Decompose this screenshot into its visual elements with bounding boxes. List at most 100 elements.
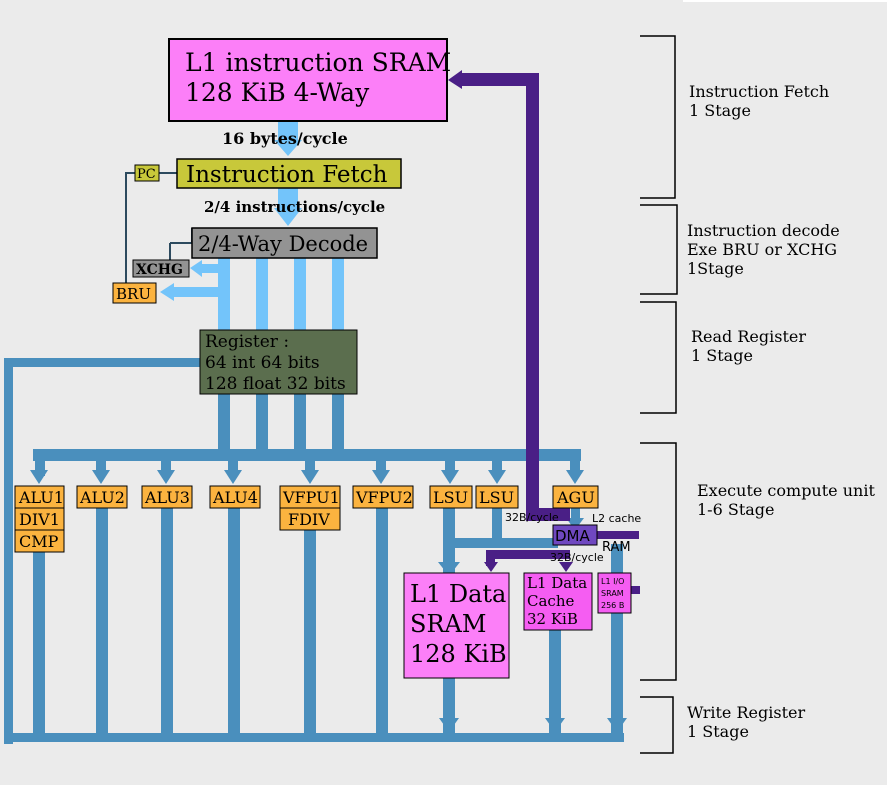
- bru-arrowhead: [160, 283, 174, 301]
- xchg-link: [200, 264, 224, 273]
- decode-block: [191, 227, 378, 259]
- arrow-vfpu2: [372, 470, 390, 484]
- feed-alu2: [96, 458, 106, 476]
- l1-instruction-sram: [168, 38, 448, 122]
- instruction-fetch-block: [176, 158, 402, 189]
- l1i-label-1: L1 instruction SRAM: [185, 48, 451, 77]
- lsu1-label: LSU: [433, 488, 468, 507]
- decode-out-3: [294, 258, 306, 330]
- agu-block: [552, 485, 599, 509]
- arrow-lsu2: [488, 470, 506, 484]
- pc-label: PC: [137, 167, 156, 182]
- alu3-block: [141, 485, 193, 509]
- alu2-block: [76, 485, 128, 509]
- l1i-arrowhead: [448, 70, 462, 89]
- dma-stub: [526, 508, 570, 521]
- alu2-label: ALU2: [79, 488, 125, 507]
- result-alu2: [96, 508, 108, 736]
- l1-io-sram: [597, 572, 632, 614]
- feed-vfpu2: [376, 458, 386, 476]
- xchg-label: XCHG: [136, 262, 183, 278]
- bracket-execute: [640, 442, 677, 681]
- memory-paths: [448, 70, 640, 594]
- alu3-label: ALU3: [144, 488, 190, 507]
- fetch-channel: [278, 121, 298, 143]
- result-vfpu1: [304, 530, 316, 736]
- l1i-label-2: 128 KiB 4-Way: [185, 78, 370, 107]
- decode-out-4: [332, 258, 344, 330]
- fdiv-block: [279, 507, 341, 531]
- reg-out-3: [294, 394, 306, 450]
- decode-outputs: [160, 121, 344, 330]
- cmp-block: [14, 529, 65, 553]
- vfpu1-label: VFPU1: [282, 488, 340, 507]
- register-file: [199, 329, 358, 395]
- stage-brackets: [640, 35, 678, 754]
- result-alu1: [33, 552, 45, 736]
- feed-agu: [570, 458, 580, 476]
- instruction-fetch-label: Instruction Fetch: [186, 162, 388, 188]
- l2-link: [595, 531, 639, 539]
- stage-fetch-name: Instruction Fetch: [689, 82, 829, 101]
- result-vfpu2: [376, 508, 388, 736]
- vfpu2-block: [352, 485, 414, 509]
- arrow-io-down: [607, 718, 627, 732]
- stage-read-name: Read Register: [691, 327, 806, 346]
- bru-block: [112, 282, 157, 304]
- dma-label: DMA: [555, 527, 590, 545]
- l1-data-cache: [523, 572, 593, 631]
- decode-channel: [278, 188, 298, 210]
- l1d-cache-label-1: L1 Data: [527, 574, 587, 592]
- bracket-read: [640, 301, 677, 414]
- dma-in-rate: 32B/cycle: [505, 511, 559, 524]
- bracket-fetch: [640, 35, 676, 199]
- arrow-cache-down: [545, 718, 565, 732]
- div1-label: DIV1: [19, 510, 60, 529]
- l2-cache-label: L2 cache: [592, 512, 641, 525]
- arrow-lsu1: [441, 470, 459, 484]
- l1-io-label-1: L1 I/O: [601, 577, 624, 586]
- result-cache: [549, 628, 561, 736]
- stage-write-detail: 1 Stage: [687, 722, 749, 741]
- arrow-alu2: [92, 470, 110, 484]
- stage-labels: Instruction Fetch 1 Stage Instruction de…: [687, 82, 875, 741]
- stage-decode-detail: Exe BRU or XCHG: [687, 240, 837, 259]
- xchg-arrowhead: [190, 260, 202, 277]
- result-alu4: [228, 508, 240, 736]
- fdiv-label: FDIV: [288, 510, 330, 529]
- stage-write-name: Write Register: [687, 703, 805, 722]
- pc-block: [134, 164, 160, 182]
- arrow-agu-dma: [566, 518, 584, 530]
- arrow-lsu-sram: [438, 562, 460, 576]
- feed-lsu2: [492, 458, 502, 476]
- reg-out-4: [332, 394, 344, 450]
- bracket-decode: [640, 204, 678, 295]
- stage-execute-name: Execute compute unit: [697, 481, 875, 500]
- dma-to-cache: [486, 550, 570, 559]
- feed-alu4: [228, 458, 238, 476]
- lsu2-label: LSU: [479, 488, 514, 507]
- l1d-sram-label-3: 128 KiB: [410, 640, 507, 668]
- register-label-3: 128 float 32 bits: [205, 374, 346, 394]
- arrow-vfpu1: [301, 470, 319, 484]
- dma-out-rate: 32B/cycle: [550, 551, 604, 564]
- sram-arrowhead: [484, 562, 498, 572]
- feed-alu1: [35, 458, 45, 476]
- arrow-sram-down: [439, 718, 459, 732]
- writeback-bus-top: [4, 358, 204, 367]
- result-alu3: [161, 508, 173, 736]
- feed-vfpu1: [305, 458, 315, 476]
- lsu2-block: [475, 485, 519, 509]
- dma-to-sram-stub: [486, 550, 495, 566]
- execution-units: ALU1 DIV1 CMP ALU2 ALU3 ALU4 VFPU1 FDIV …: [14, 485, 599, 553]
- arrow-alu1: [30, 470, 48, 484]
- register-label-2: 64 int 64 bits: [205, 353, 320, 373]
- stage-fetch-detail: 1 Stage: [689, 101, 751, 120]
- vfpu2-label: VFPU2: [355, 488, 413, 507]
- dma-to-l1i-vertical: [526, 73, 539, 517]
- arrow-agu: [566, 470, 584, 484]
- stage-read-detail: 1 Stage: [691, 346, 753, 365]
- bru-label: BRU: [116, 285, 151, 303]
- stage-decode-name: Instruction decode: [687, 221, 840, 240]
